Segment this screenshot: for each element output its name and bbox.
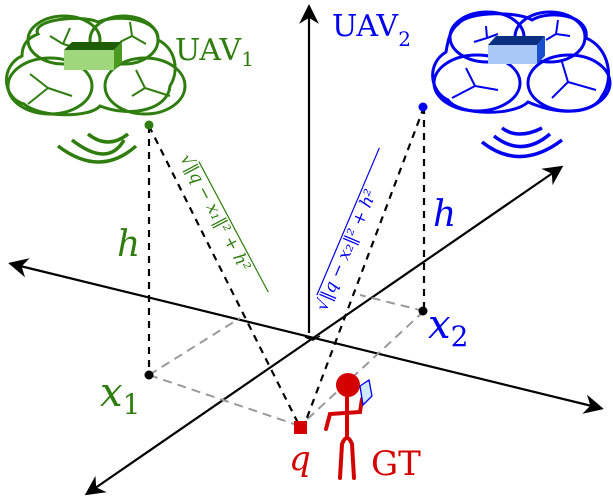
distance-formula-uav1: √‖q − x₁‖² + h²	[176, 151, 269, 293]
uav2-point	[418, 102, 428, 112]
y-axis	[84, 165, 564, 496]
phone-icon	[359, 378, 373, 407]
x2-label: x2	[428, 302, 468, 353]
q-label: q	[289, 439, 311, 479]
uav2-drone-icon	[431, 10, 612, 159]
height-label-left: h	[117, 224, 140, 265]
ground-projection	[148, 294, 425, 427]
uav1-drone-icon	[5, 14, 187, 164]
uav2-slant-line	[303, 106, 426, 424]
coordinate-axes	[8, 4, 604, 496]
uav1-point	[144, 120, 154, 130]
distance-lines	[147, 106, 426, 424]
uav2-body-icon	[488, 36, 545, 64]
gt-label: GT	[371, 444, 421, 484]
right-angle-marker	[304, 335, 321, 341]
svg-text:√‖q − x₂‖² + h²: √‖q − x₂‖² + h²	[312, 186, 381, 313]
uav1-slant-line	[148, 125, 299, 424]
height-label-right: h	[433, 194, 456, 235]
q-point	[294, 421, 307, 434]
uav1-body-icon	[64, 42, 122, 70]
uav2-label: UAV2	[332, 9, 411, 51]
x2-point	[418, 306, 428, 316]
uav1-label: UAV1	[175, 33, 254, 71]
x1-point	[144, 370, 154, 380]
x1-label: x1	[100, 370, 140, 421]
ground-terminal-icon	[324, 373, 364, 480]
